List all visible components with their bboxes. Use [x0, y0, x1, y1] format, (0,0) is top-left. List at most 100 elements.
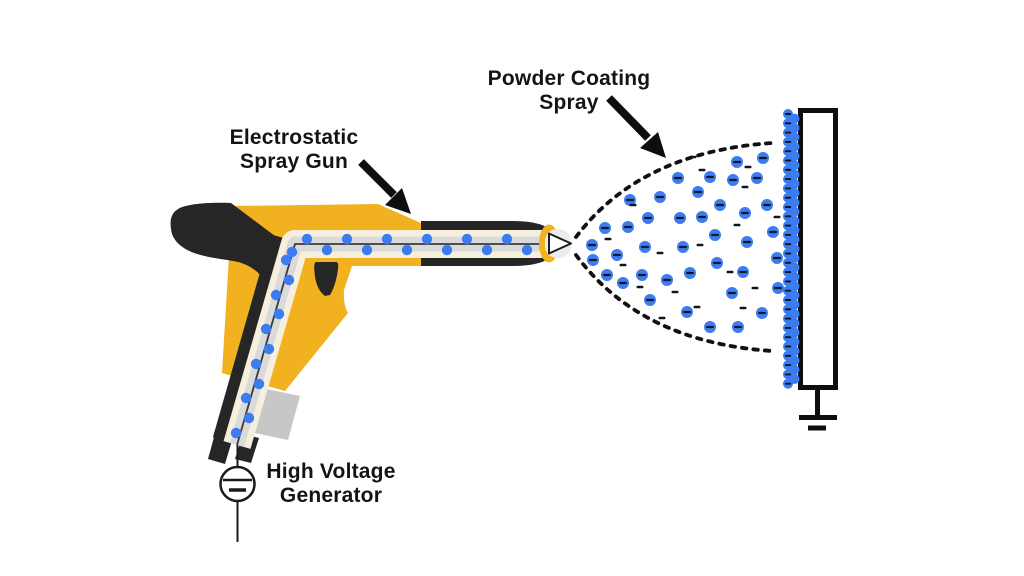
powder-particle — [789, 327, 800, 338]
powder-particle — [789, 215, 800, 226]
powder-particle — [789, 188, 800, 199]
workpiece-panel — [798, 108, 838, 390]
minus-charge-icon — [773, 256, 781, 260]
minus-charge-icon — [636, 285, 644, 289]
minus-charge-icon — [671, 290, 679, 294]
electrostatic-spray-gun-illustration — [170, 202, 572, 464]
minus-charge-icon — [784, 364, 792, 367]
powder-particle — [341, 233, 353, 245]
powder-particle — [789, 336, 800, 347]
powder-particle — [789, 271, 800, 282]
minus-charge-icon — [784, 382, 792, 385]
minus-charge-icon — [683, 310, 691, 314]
minus-charge-icon — [656, 251, 664, 255]
minus-charge-icon — [784, 354, 792, 357]
powder-particle — [243, 412, 255, 424]
minus-charge-icon — [784, 159, 792, 162]
minus-charge-icon — [739, 306, 747, 310]
powder-particle — [283, 274, 295, 286]
minus-charge-icon — [751, 286, 759, 290]
minus-charge-icon — [784, 233, 792, 236]
arrow-to-spray — [606, 95, 666, 158]
minus-charge-icon — [784, 150, 792, 153]
label-line: Electrostatic — [229, 126, 359, 149]
label-line: Powder Coating — [487, 67, 651, 90]
minus-charge-icon — [784, 271, 792, 274]
minus-charge-icon — [674, 176, 682, 180]
minus-charge-icon — [656, 195, 664, 199]
nozzle-cone-icon — [548, 232, 572, 255]
powder-particle — [273, 308, 285, 320]
powder-particle — [789, 113, 800, 124]
powder-particle — [789, 234, 800, 245]
powder-particle — [789, 206, 800, 217]
charged-powder-particles — [586, 152, 784, 333]
spray-boundary-top — [574, 141, 774, 239]
powder-particle — [789, 281, 800, 292]
powder-particle — [789, 262, 800, 273]
powder-particle — [789, 197, 800, 208]
powder-particle — [789, 346, 800, 357]
minus-charge-icon — [784, 289, 792, 292]
minus-charge-icon — [626, 198, 634, 202]
powder-spray-cone — [574, 141, 784, 353]
minus-charge-icon — [739, 270, 747, 274]
powder-particle — [381, 233, 393, 245]
minus-charge-icon — [694, 190, 702, 194]
minus-charge-icon — [784, 252, 792, 255]
minus-charge-icon — [784, 261, 792, 264]
generator-circle — [219, 465, 256, 503]
minus-charge-icon — [744, 165, 752, 169]
minus-charge-icon — [638, 273, 646, 277]
high-voltage-generator-icon — [219, 445, 256, 542]
powder-particle — [789, 132, 800, 143]
powder-particle — [789, 355, 800, 366]
minus-charge-icon — [726, 270, 734, 274]
minus-charge-icon — [784, 187, 792, 190]
minus-charge-icon — [716, 203, 724, 207]
minus-charge-icon — [613, 253, 621, 257]
minus-charge-icon — [784, 336, 792, 339]
powder-particle — [321, 244, 333, 256]
powder-particle — [789, 364, 800, 375]
minus-charge-icon — [601, 226, 609, 230]
arrow-head — [385, 188, 411, 214]
powder-particle — [286, 246, 298, 258]
arrow-shaft — [606, 95, 651, 141]
minus-charge-icon — [784, 280, 792, 283]
powder-particle — [301, 233, 313, 245]
powder-particle — [789, 243, 800, 254]
minus-charge-icon — [644, 216, 652, 220]
arrow-head — [640, 132, 666, 158]
minus-charge-icon — [741, 211, 749, 215]
handle-back-strip — [212, 234, 290, 443]
minus-charge-icon — [758, 311, 766, 315]
minus-charge-icon — [784, 243, 792, 246]
label-high-voltage-generator: High Voltage Generator — [266, 460, 395, 508]
label-line: Generator — [279, 484, 383, 507]
ground-icon — [799, 388, 837, 431]
minus-charge-icon — [784, 196, 792, 199]
powder-particle — [501, 233, 513, 245]
minus-charge-icon — [784, 113, 792, 115]
workpiece — [783, 108, 838, 431]
minus-charge-icon — [784, 140, 792, 143]
arrow-shaft — [358, 159, 397, 198]
minus-charge-icon — [734, 325, 742, 329]
minus-charge-icon — [774, 286, 782, 290]
powder-particle — [789, 169, 800, 180]
label-line: Spray Gun — [240, 150, 348, 173]
powder-coating-layer — [783, 109, 800, 389]
minus-charge-icon — [763, 203, 771, 207]
powder-particle — [230, 427, 242, 439]
minus-charge-icon — [698, 215, 706, 219]
powder-particle — [421, 233, 433, 245]
minus-charge-icon — [624, 225, 632, 229]
minus-charge-icon — [728, 291, 736, 295]
minus-charge-icon — [588, 243, 596, 247]
powder-particle — [789, 308, 800, 319]
minus-charge-icon — [676, 216, 684, 220]
minus-charge-icon — [784, 215, 792, 218]
